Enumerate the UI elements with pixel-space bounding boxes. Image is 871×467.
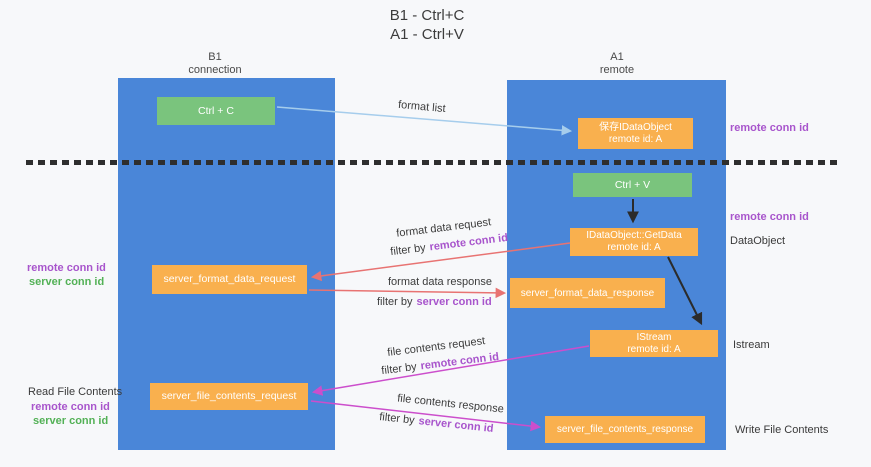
side-label-read-file-contents: Read File Contents [28, 386, 123, 398]
side-label-server-conn-id-left-1: server conn id [29, 276, 105, 288]
node-save-idataobject-line2: remote id: A [608, 133, 663, 145]
node-istream-line1: IStream [636, 331, 672, 343]
side-label-remote-conn-id-left-1: remote conn id [27, 262, 106, 274]
node-server-file-contents-request-label: server_file_contents_request [161, 390, 297, 402]
lane-header-a1: A1 remote [557, 51, 677, 77]
node-ctrl-v-label: Ctrl + V [614, 178, 651, 191]
lane-b1-role: connection [188, 64, 242, 76]
dashed-separator-line [26, 160, 838, 165]
edge-label-file-contents-response: file contents response [396, 392, 505, 416]
filter-by-text: filter by [380, 360, 418, 378]
filter-by-text: filter by [378, 411, 416, 427]
filter-by-text: filter by [377, 296, 413, 308]
title-line-1: B1 - Ctrl+C [389, 7, 465, 24]
lane-a1-role: remote [599, 64, 635, 76]
node-getdata-line1: IDataObject::GetData [586, 230, 682, 241]
edge-label-format-data-response: format data response [388, 276, 492, 288]
node-istream-line2: remote id: A [627, 343, 681, 355]
lane-a1-name: A1 [610, 51, 624, 63]
node-server-file-contents-response-label: server_file_contents_response [556, 424, 694, 435]
node-server-file-contents-response: server_file_contents_response [545, 416, 705, 443]
side-label-dataobject: DataObject [730, 235, 786, 247]
remote-conn-id-text: remote conn id [419, 350, 500, 373]
side-label-remote-conn-id-right-2: remote conn id [730, 211, 809, 223]
filter-by-text: filter by [389, 241, 427, 259]
side-label-remote-conn-id-left-2: remote conn id [31, 401, 110, 413]
server-conn-id-text: server conn id [416, 296, 492, 308]
node-server-format-data-response-label: server_format_data_response [520, 287, 655, 299]
node-ctrl-c-label: Ctrl + C [198, 104, 234, 117]
lane-b1-name: B1 [208, 51, 222, 63]
node-server-format-data-request: server_format_data_request [152, 265, 307, 294]
node-save-idataobject: 保存IDataObject remote id: A [578, 118, 693, 149]
arrow-format-data-response [308, 287, 507, 299]
side-label-server-conn-id-left-2: server conn id [33, 415, 109, 427]
node-istream: IStream remote id: A [590, 330, 718, 357]
remote-conn-id-text: remote conn id [428, 231, 509, 254]
side-label-istream: Istream [733, 339, 770, 351]
node-getdata-line2: remote id: A [607, 242, 661, 253]
lane-header-b1: B1 connection [155, 51, 275, 77]
node-server-format-data-request-label: server_format_data_request [163, 273, 296, 285]
node-server-format-data-response: server_format_data_response [510, 278, 665, 308]
side-label-write-file-contents: Write File Contents [735, 424, 829, 436]
node-idataobject-getdata: IDataObject::GetData remote id: A [570, 228, 698, 256]
node-ctrl-v: Ctrl + V [573, 173, 692, 197]
diagram-title: B1 - Ctrl+C A1 - Ctrl+V [277, 6, 577, 44]
title-line-2: A1 - Ctrl+V [390, 26, 464, 43]
node-server-file-contents-request: server_file_contents_request [150, 383, 308, 410]
server-conn-id-text: server conn id [417, 415, 494, 435]
node-ctrl-c: Ctrl + C [157, 97, 275, 125]
node-save-idataobject-line1: 保存IDataObject [599, 121, 672, 133]
side-label-remote-conn-id-right-1: remote conn id [730, 122, 809, 134]
edge-label-format-list: format list [397, 98, 447, 116]
